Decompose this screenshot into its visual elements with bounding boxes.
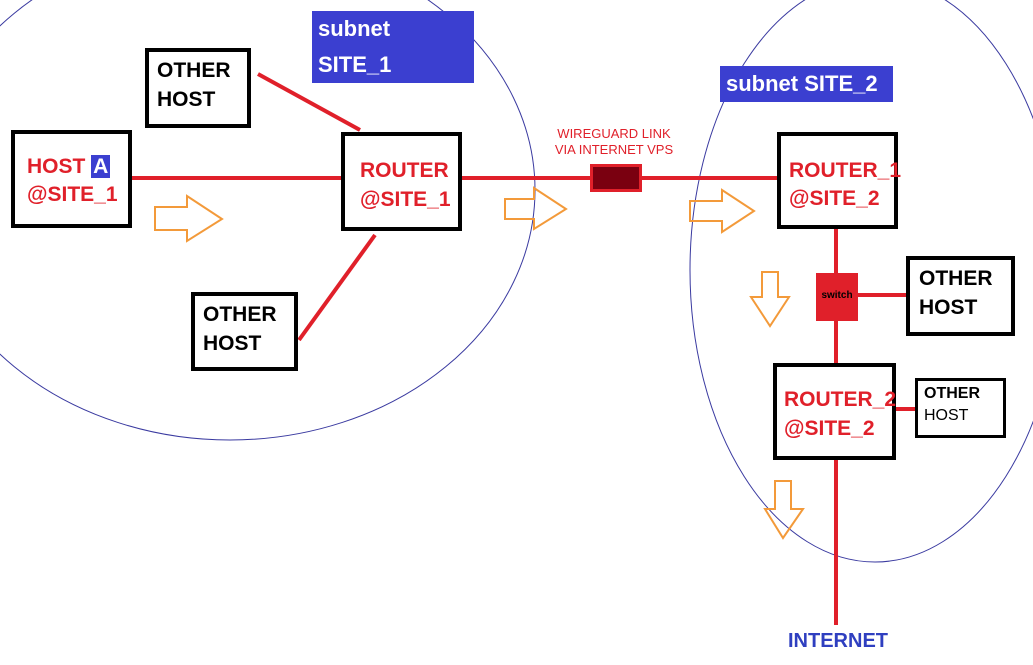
router1-site2-site-label: @SITE_2 [789, 187, 880, 210]
router1-site2-label: ROUTER_1 [789, 159, 902, 182]
subnet-site2-circle [689, 0, 1033, 563]
router2-site2-site-label: @SITE_2 [784, 417, 875, 440]
other-host-label: HOST [203, 332, 262, 355]
other-host-label: HOST [924, 407, 969, 424]
arrow-right-icon [689, 188, 756, 234]
arrow-right-icon [504, 186, 568, 231]
internet-label: INTERNET [788, 630, 888, 652]
wireguard-tunnel [590, 164, 642, 192]
other-host-label: OTHER [919, 267, 993, 290]
other-host-label: HOST [157, 88, 216, 111]
wireguard-label-line1: WIREGUARD LINK [557, 126, 671, 141]
host-a-label-prefix: HOST [27, 155, 92, 178]
link-otherhost1-router [257, 72, 361, 132]
flow-arrows [154, 186, 805, 540]
other-host-box: OTHER HOST [145, 48, 251, 128]
router-site1-site-label: @SITE_1 [360, 188, 451, 211]
switch: switch [816, 273, 858, 321]
router2-site2-label: ROUTER_2 [784, 388, 897, 411]
arrow-right-icon [154, 194, 224, 243]
router2-site2-box: ROUTER_2 @SITE_2 [773, 363, 896, 460]
arrow-down-icon [749, 271, 791, 328]
other-host-label: HOST [919, 296, 978, 319]
host-a-site-label: @SITE_1 [27, 183, 118, 206]
wireguard-link-label: WIREGUARD LINK VIA INTERNET VPS [545, 126, 683, 158]
router1-site2-box: ROUTER_1 @SITE_2 [777, 132, 902, 229]
router-site1-label: ROUTER [360, 159, 449, 182]
link-otherhost2-router [297, 233, 377, 342]
other-host-label: OTHER [203, 303, 277, 326]
host-a-box: HOST A @SITE_1 [11, 130, 132, 228]
other-host-box: OTHER HOST [191, 292, 298, 371]
router-site1-box: ROUTER @SITE_1 [341, 132, 462, 231]
subnet-site2-label: subnet SITE_2 [720, 66, 893, 102]
other-host-box: OTHER HOST [915, 378, 1006, 438]
other-host-box: OTHER HOST [906, 256, 1015, 336]
other-host-label: OTHER [924, 385, 980, 402]
host-a-label: HOST A [27, 152, 111, 181]
network-links [130, 72, 918, 625]
wireguard-label-line2: VIA INTERNET VPS [554, 142, 674, 157]
host-a-highlight: A [91, 155, 111, 178]
other-host-label: OTHER [157, 59, 231, 82]
subnet-site1-label: subnet SITE_1 [312, 11, 474, 83]
arrow-down-icon [763, 480, 805, 540]
